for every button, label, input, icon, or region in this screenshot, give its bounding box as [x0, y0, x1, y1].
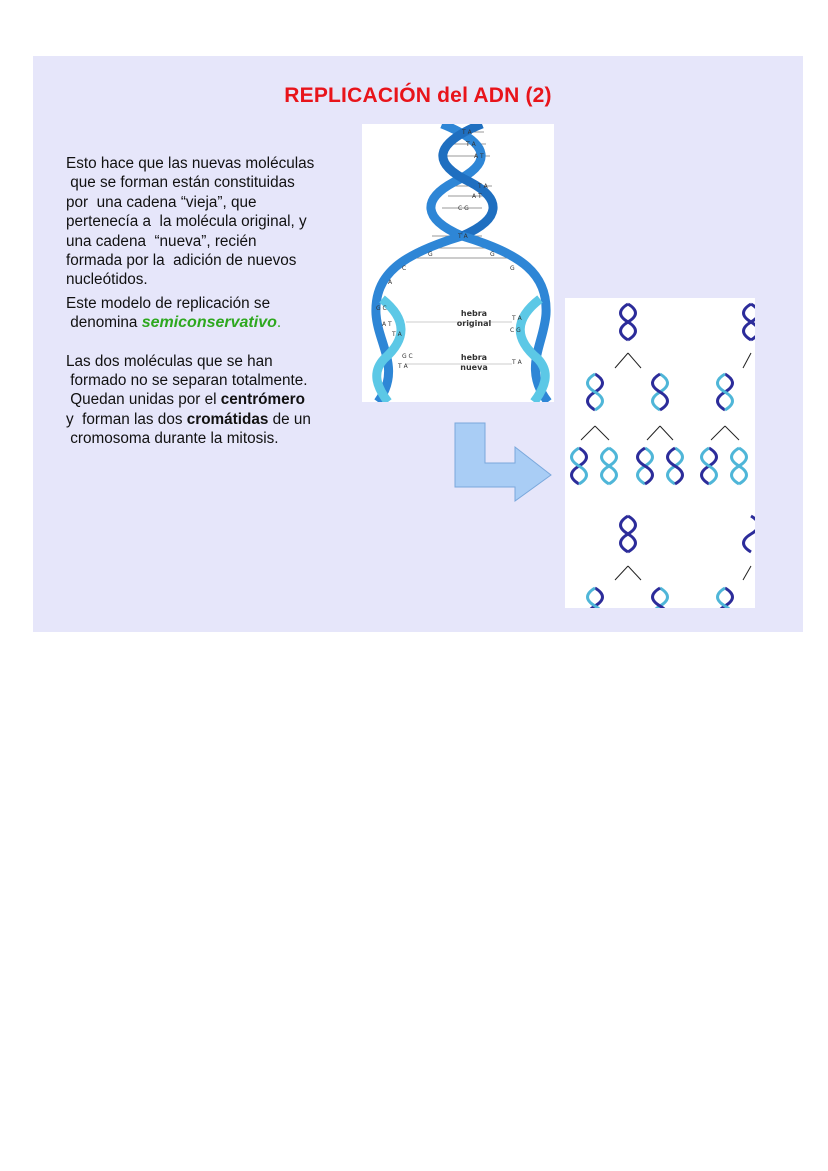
svg-text:A: A	[388, 279, 393, 286]
label-new-1: hebra	[461, 353, 487, 362]
svg-text:T A: T A	[511, 315, 523, 322]
svg-text:T A: T A	[397, 363, 409, 370]
centromere-term: centrómero	[220, 391, 305, 409]
text-line: Quedan unidas por el centrómero	[66, 390, 366, 409]
label-original-1: hebra	[461, 309, 487, 318]
text-line: y forman las dos cromátidas de un	[66, 410, 366, 429]
text-fragment: y forman las dos	[66, 410, 187, 428]
svg-text:G C: G C	[376, 305, 387, 312]
text-line: formada por la adición de nuevos	[66, 252, 297, 270]
text-line: Las dos moléculas que se han	[66, 352, 273, 370]
svg-text:C G: C G	[510, 327, 521, 334]
svg-text:A T: A T	[474, 153, 484, 160]
svg-text:G: G	[510, 265, 515, 272]
svg-text:G: G	[428, 251, 433, 258]
svg-text:T A: T A	[477, 183, 489, 190]
svg-text:A T: A T	[472, 193, 482, 200]
paragraph-composition: Esto hace que las nuevas moléculas que s…	[66, 154, 366, 290]
text-line: que se forman están constituidas	[66, 174, 295, 192]
label-original-2: original	[457, 319, 492, 328]
svg-text:G: G	[490, 251, 495, 258]
replication-generations-diagram	[565, 298, 755, 608]
svg-text:T A: T A	[391, 331, 403, 338]
paragraph-model: Este modelo de replicación se denomina s…	[66, 294, 366, 333]
chromatids-term: cromátidas	[186, 410, 269, 428]
text-line: por una cadena “vieja”, que	[66, 193, 257, 211]
text-line: formado no se separan totalmente.	[66, 372, 308, 390]
svg-text:T A: T A	[457, 233, 469, 240]
text-fragment: denomina	[66, 314, 142, 332]
svg-text:C: C	[402, 265, 406, 272]
generations-svg	[570, 302, 755, 608]
label-new-2: nueva	[460, 363, 487, 372]
text-line: nucleótidos.	[66, 271, 148, 289]
svg-text:A T: A T	[382, 321, 392, 328]
svg-text:T A: T A	[465, 141, 477, 148]
slide: REPLICACIÓN del ADN (2) Esto hace que la…	[33, 56, 803, 632]
svg-text:T A: T A	[461, 129, 473, 136]
text-line: Este modelo de replicación se	[66, 294, 271, 312]
text-line: cromosoma durante la mitosis.	[66, 430, 279, 448]
slide-title: REPLICACIÓN del ADN (2)	[284, 84, 552, 107]
svg-text:G C: G C	[402, 353, 413, 360]
text-line: una cadena “nueva”, recién	[66, 232, 257, 250]
paragraph-chromatids: Las dos moléculas que se han formado no …	[66, 352, 366, 449]
bent-arrow-icon	[454, 422, 552, 502]
text-line: denomina semiconservativo.	[66, 313, 366, 332]
period: .	[276, 314, 282, 332]
text-fragment: Quedan unidas por el	[66, 391, 221, 409]
svg-text:C G: C G	[458, 205, 469, 212]
svg-text:T A: T A	[511, 359, 523, 366]
text-line: pertenecía a la molécula original, y	[66, 213, 307, 231]
body-text: Esto hace que las nuevas moléculas que s…	[66, 154, 366, 449]
text-fragment: de un	[268, 410, 311, 428]
text-line: Esto hace que las nuevas moléculas	[66, 155, 315, 172]
semiconservative-term: semiconservativo	[141, 314, 277, 332]
